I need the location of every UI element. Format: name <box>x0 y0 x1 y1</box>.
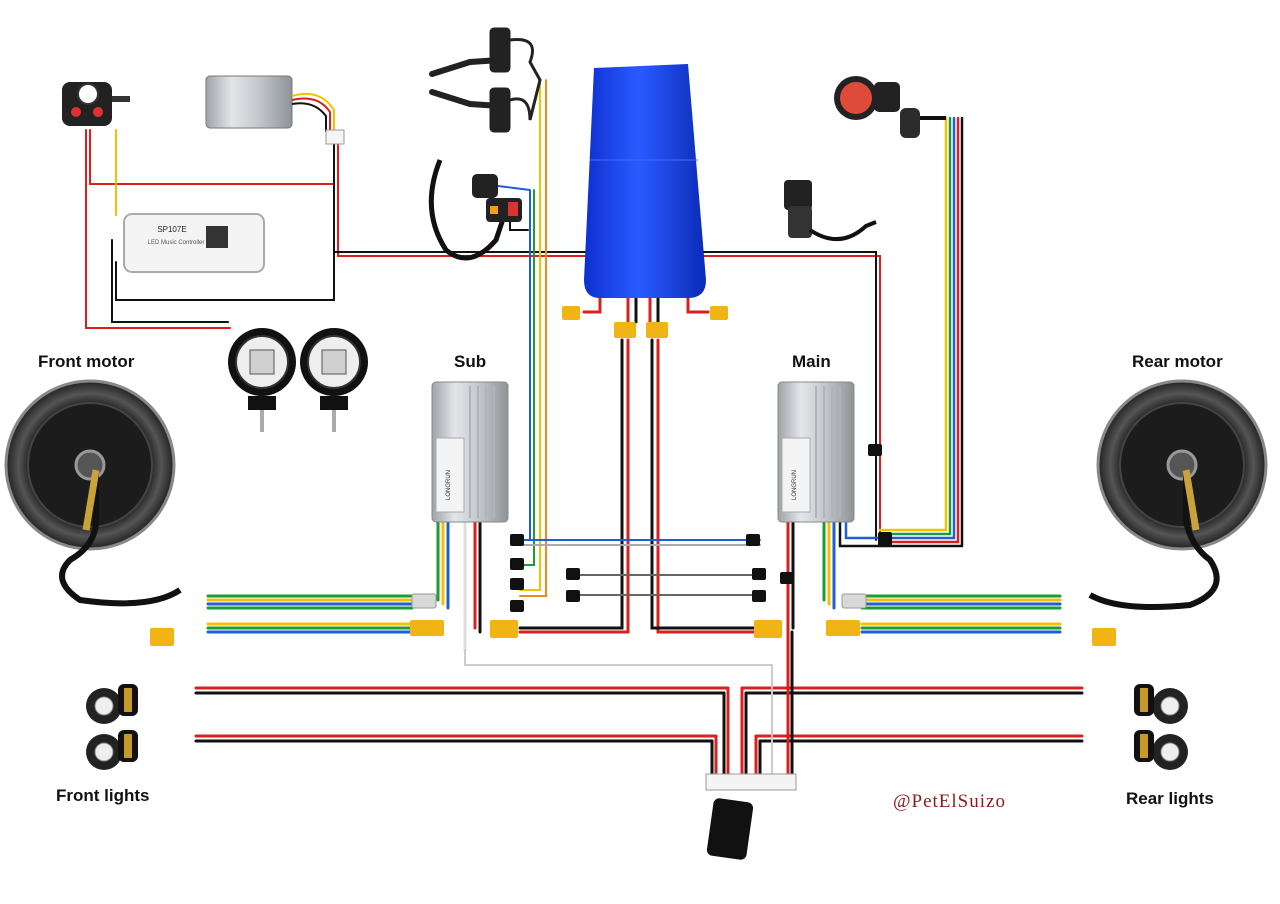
dc-converter <box>205 75 345 145</box>
main-controller: LONGRUN <box>777 381 855 523</box>
light-switch <box>428 159 531 261</box>
sub-controller-brand: LONGRUN <box>446 470 452 500</box>
rear-lights-label: Rear lights <box>1126 789 1214 808</box>
front-light-lower <box>86 730 138 770</box>
fog-light-left <box>228 328 296 432</box>
author-credit: @PetElSuizo <box>893 791 1006 812</box>
front-motor <box>4 379 182 646</box>
sub-signal-wires <box>509 79 547 597</box>
brake-levers <box>429 27 542 133</box>
sub-controller: LONGRUN <box>431 381 509 523</box>
lights-wires <box>194 630 1084 782</box>
front-switch <box>62 82 130 126</box>
fog-light-right <box>300 328 368 432</box>
rear-motor-label: Rear motor <box>1132 352 1223 371</box>
front-lights-label: Front lights <box>56 786 150 805</box>
display-unit <box>834 76 946 138</box>
front-motor-label: Front motor <box>38 352 135 371</box>
main-controller-brand: LONGRUN <box>792 470 798 500</box>
rear-light-upper <box>1134 684 1188 724</box>
power-connectors <box>410 593 867 638</box>
battery-pack <box>584 64 706 298</box>
front-motor-phase-wires <box>206 594 414 634</box>
throttle <box>784 180 877 242</box>
led-music-controller: SP107E LED Music Controller <box>123 213 265 273</box>
front-light-upper <box>86 684 138 724</box>
rear-light-lower <box>1134 730 1188 770</box>
sub-bottom-wires <box>436 518 482 652</box>
sub-main-link-wires <box>519 539 761 596</box>
main-controller-label: Main <box>792 352 831 371</box>
led-controller-subtitle: LED Music Controller <box>148 240 205 246</box>
sub-controller-label: Sub <box>454 352 487 371</box>
battery-power-wires <box>518 296 762 634</box>
wiring <box>85 79 1084 782</box>
rear-motor-phase-wires <box>860 594 1062 634</box>
battery-xt60-connectors <box>562 306 728 338</box>
led-controller-model: SP107E <box>157 225 186 234</box>
light-controller-box <box>705 773 797 860</box>
display-wires <box>838 116 964 548</box>
signal-connectors <box>510 444 892 612</box>
main-bottom-wires <box>786 518 836 634</box>
rear-motor <box>1088 379 1268 646</box>
